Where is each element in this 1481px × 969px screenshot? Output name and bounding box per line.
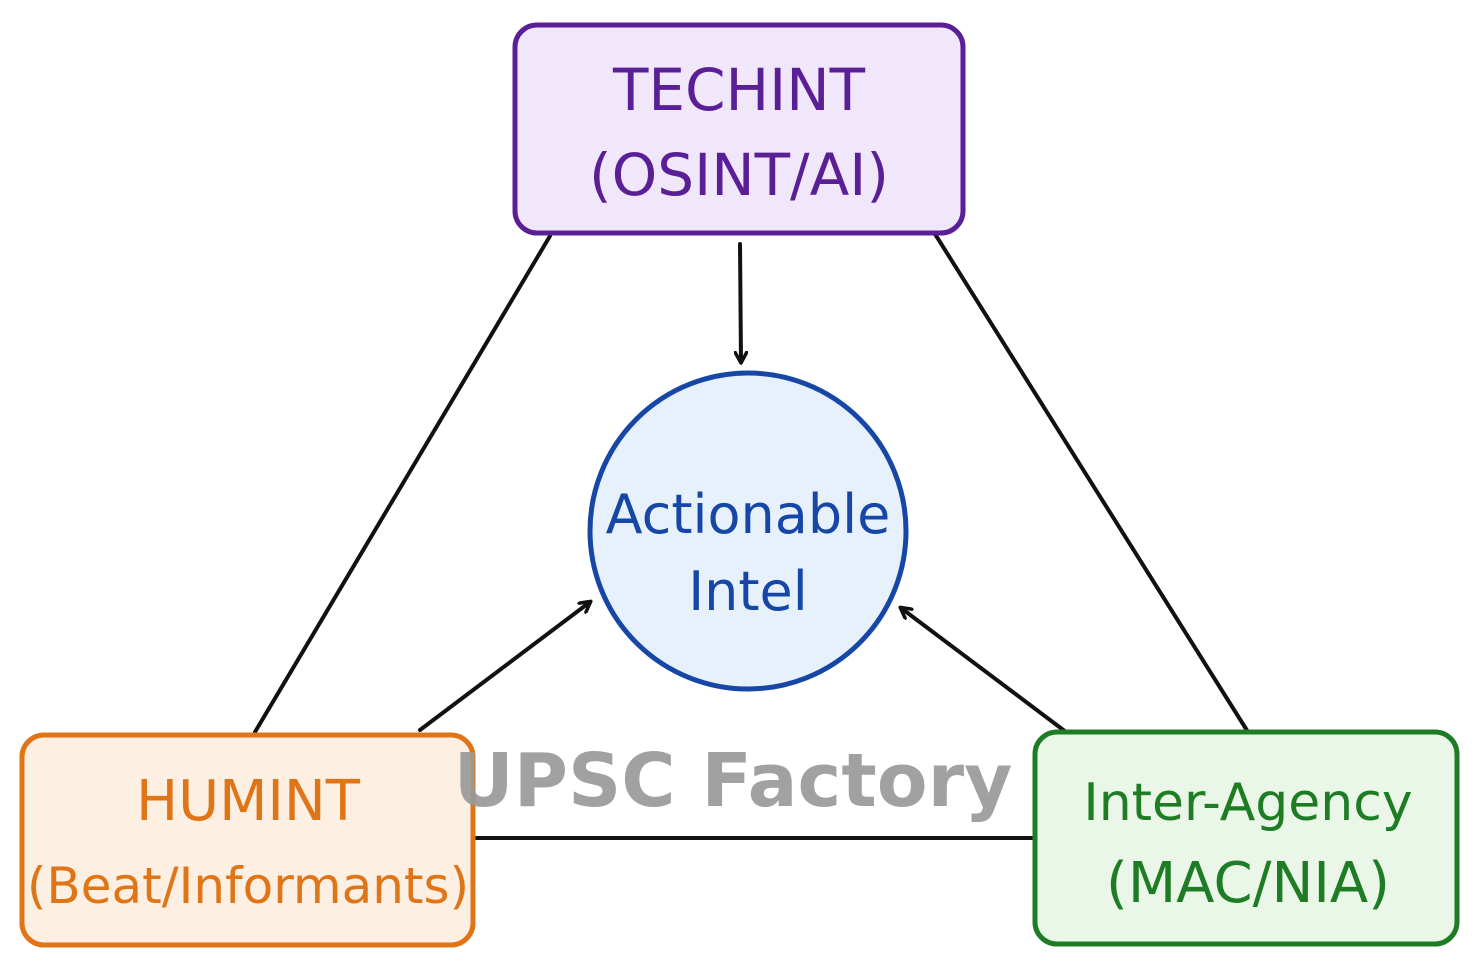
center-circle xyxy=(587,370,909,692)
humint-node: HUMINT (Beat/Informants) xyxy=(19,732,476,948)
humint-box xyxy=(19,732,476,948)
connector-techint-inter-agency xyxy=(933,232,1250,734)
humint-label-line2: (Beat/Informants) xyxy=(27,857,469,915)
arrow-inter-agency-to-center xyxy=(901,608,1068,734)
inter-agency-node: Inter-Agency (MAC/NIA) xyxy=(1032,729,1460,947)
center-label-line1: Actionable xyxy=(606,483,891,546)
techint-box xyxy=(512,22,966,236)
connector-techint-humint xyxy=(253,234,552,734)
arrow-humint-to-center xyxy=(418,602,590,732)
watermark: UPSC Factory xyxy=(454,738,1013,824)
inter-agency-label-line1: Inter-Agency xyxy=(1083,773,1412,833)
techint-node: TECHINT (OSINT/AI) xyxy=(512,22,966,236)
techint-label-line2: (OSINT/AI) xyxy=(589,141,889,209)
techint-label-line1: TECHINT xyxy=(612,56,866,124)
center-node: Actionable Intel xyxy=(587,370,909,692)
inter-agency-box xyxy=(1032,729,1460,947)
humint-label-line1: HUMINT xyxy=(136,769,361,834)
inter-agency-label-line2: (MAC/NIA) xyxy=(1106,851,1390,916)
center-label-line2: Intel xyxy=(688,560,808,623)
arrow-techint-to-center xyxy=(740,242,741,362)
